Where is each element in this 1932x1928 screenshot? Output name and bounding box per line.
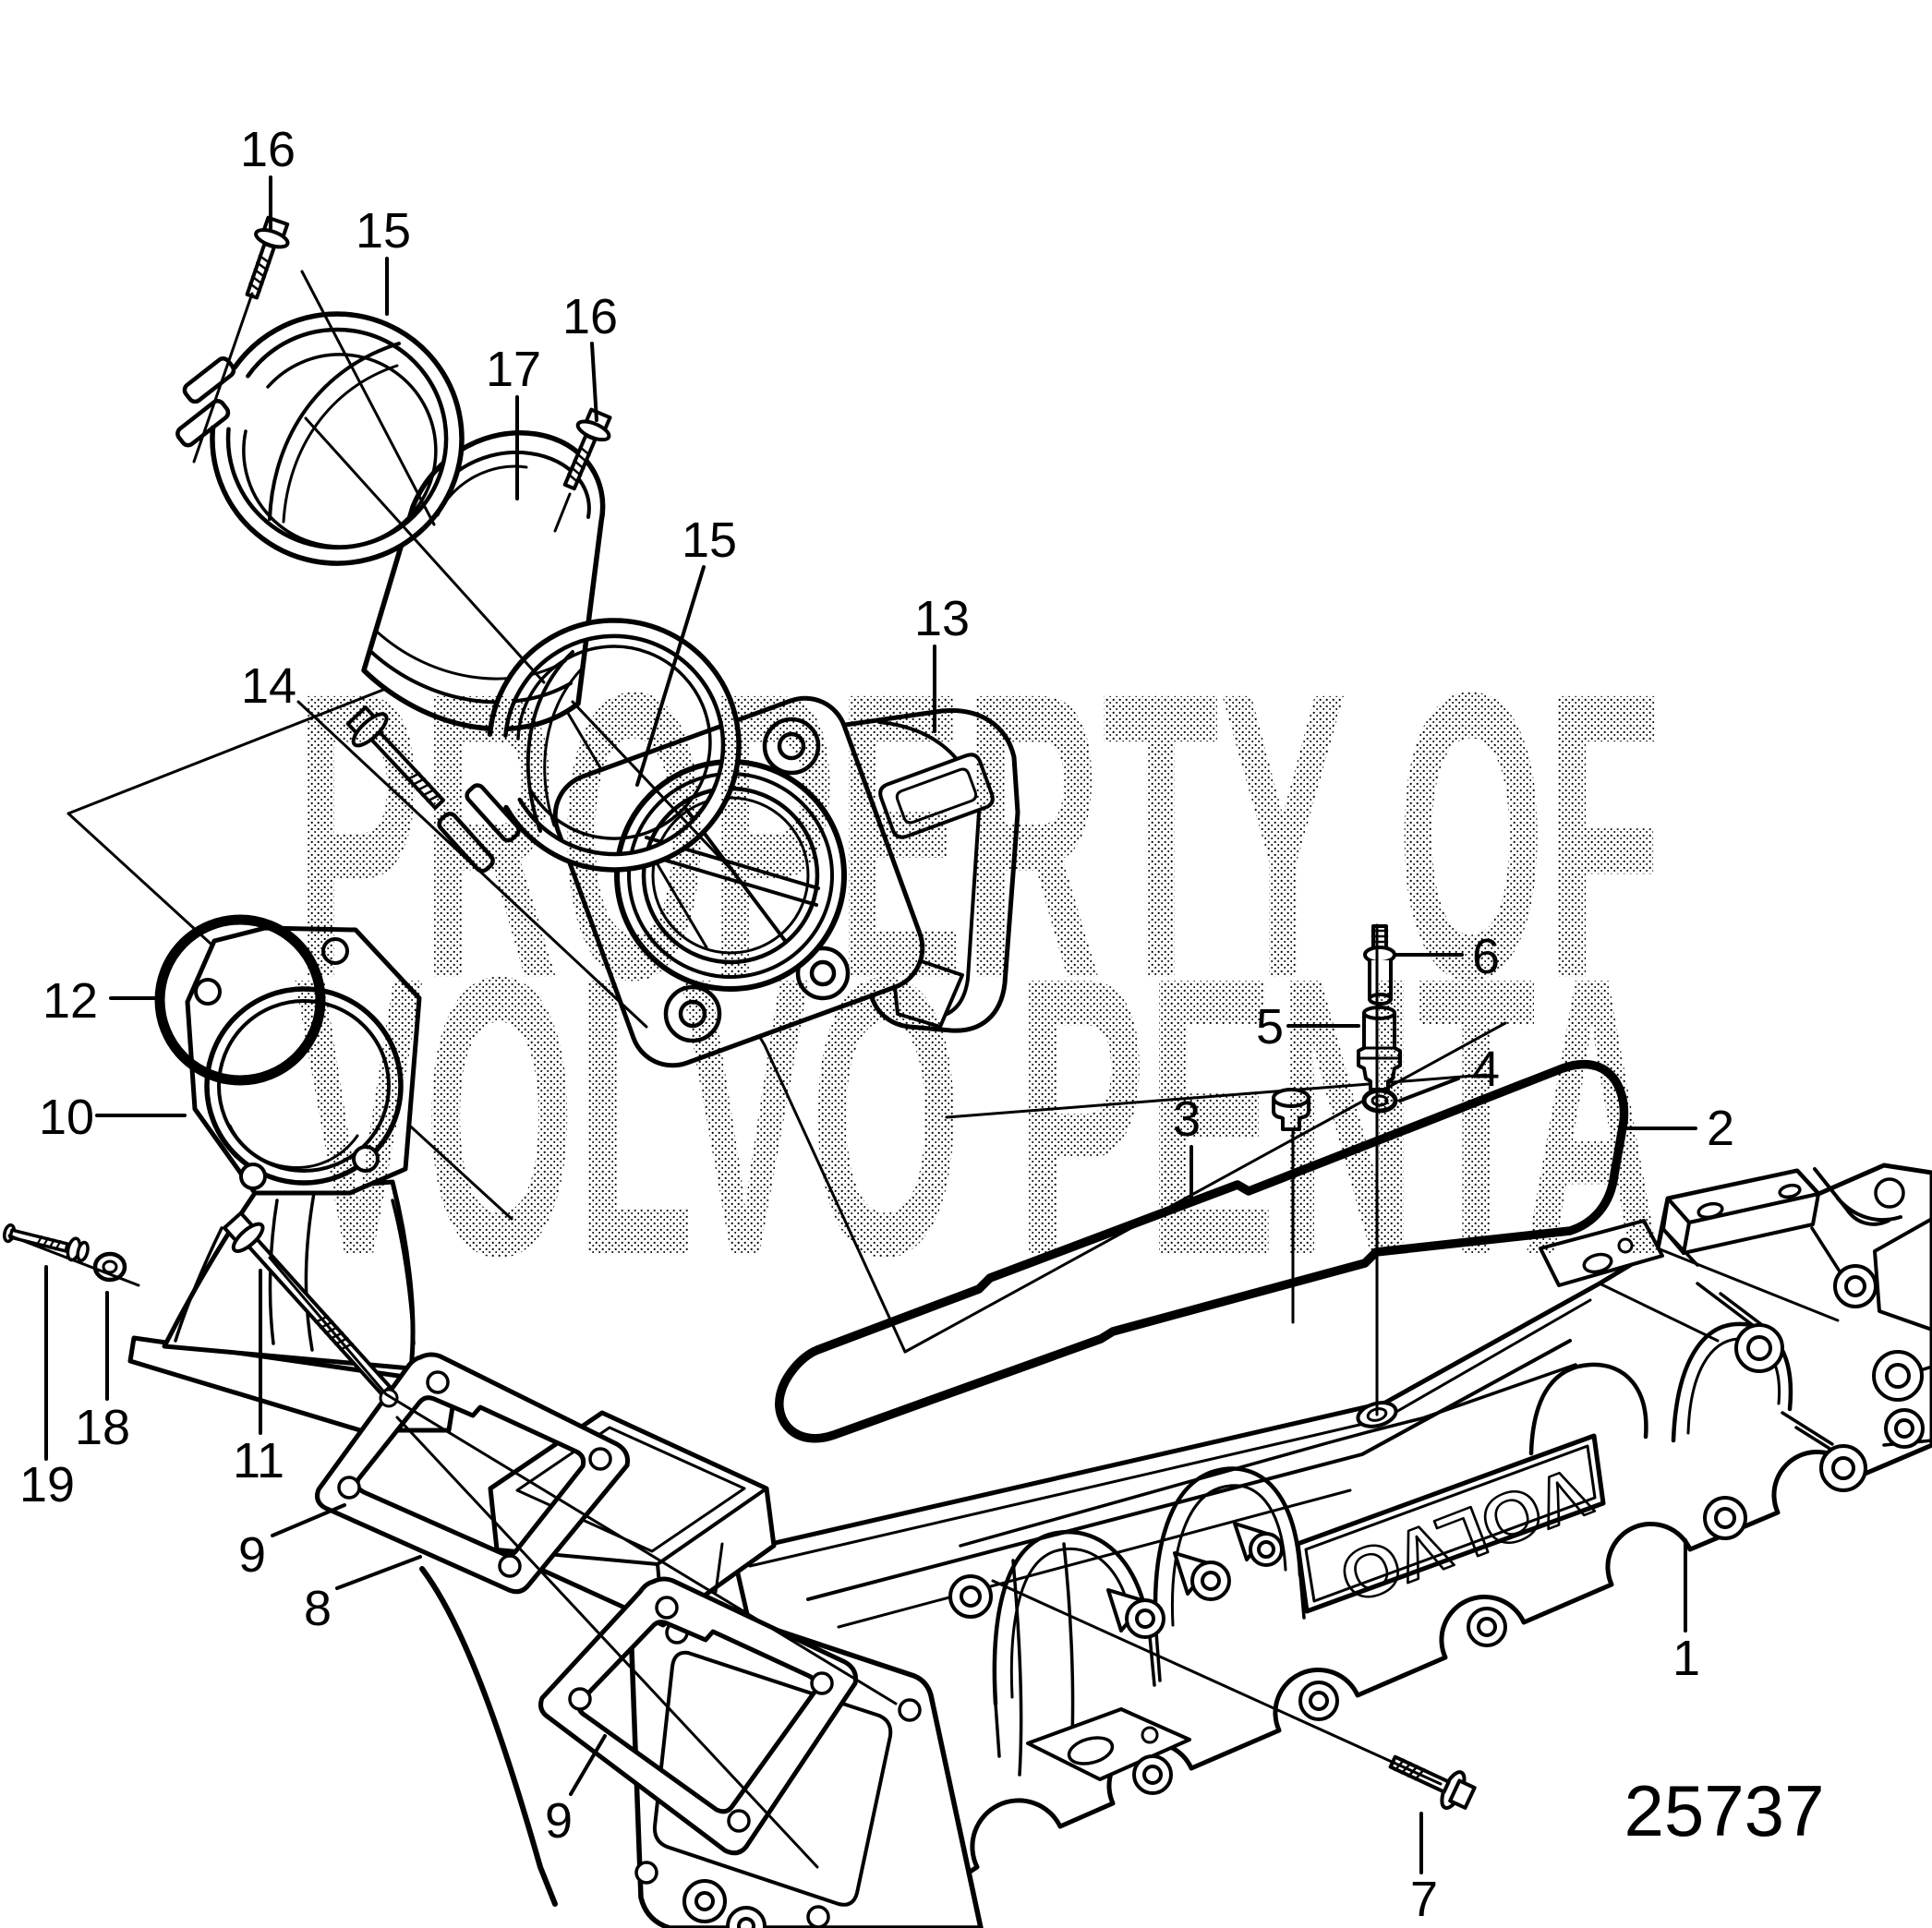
svg-text:19: 19 (19, 1457, 75, 1512)
svg-text:11: 11 (233, 1433, 284, 1488)
svg-text:12: 12 (42, 973, 98, 1029)
svg-text:4: 4 (1472, 1042, 1500, 1097)
svg-text:3: 3 (1173, 1091, 1201, 1147)
svg-text:13: 13 (914, 591, 970, 646)
svg-text:8: 8 (304, 1581, 332, 1636)
svg-text:VOLVO PENTA: VOLVO PENTA (294, 896, 1662, 1339)
svg-text:5: 5 (1256, 999, 1284, 1054)
svg-text:16: 16 (562, 289, 618, 344)
svg-text:9: 9 (545, 1793, 573, 1849)
svg-text:14: 14 (241, 658, 296, 714)
svg-text:16: 16 (240, 122, 296, 177)
svg-text:2: 2 (1707, 1101, 1734, 1156)
svg-text:9: 9 (238, 1527, 266, 1583)
svg-text:15: 15 (356, 203, 411, 259)
svg-text:10: 10 (39, 1090, 94, 1145)
svg-text:1: 1 (1672, 1631, 1700, 1686)
svg-text:7: 7 (1410, 1872, 1438, 1927)
svg-text:17: 17 (486, 342, 541, 397)
svg-text:25737: 25737 (1624, 1770, 1825, 1851)
svg-text:PROPERTY OF: PROPERTY OF (294, 608, 1662, 1064)
svg-text:15: 15 (682, 512, 737, 568)
svg-text:18: 18 (75, 1400, 130, 1455)
svg-text:6: 6 (1472, 929, 1500, 984)
